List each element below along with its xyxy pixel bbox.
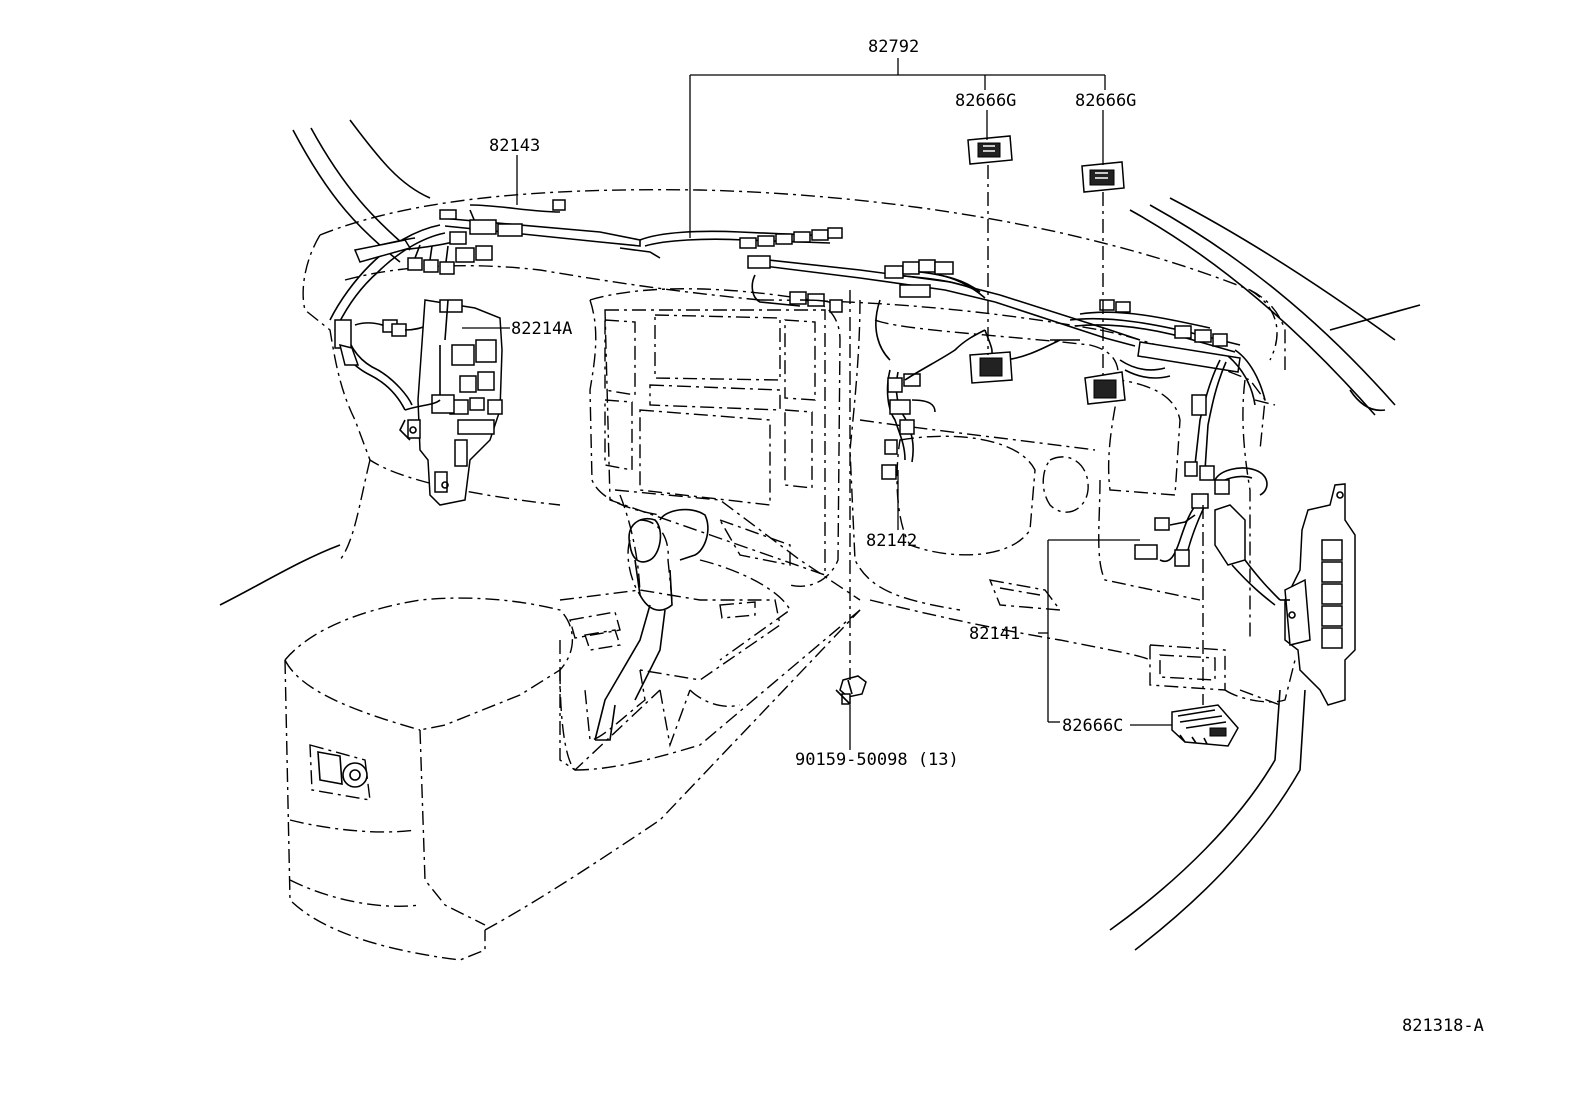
- body-outline: [219, 119, 1421, 951]
- label-82141: 82141: [969, 624, 1020, 644]
- clamp-82666C-icon: [1171, 704, 1239, 747]
- side-junction-block: [1280, 483, 1356, 706]
- wire-harness-82143: [329, 199, 641, 411]
- label-82792: 82792: [868, 37, 919, 57]
- junction-block-82214A: [399, 299, 503, 506]
- wire-harness-82792: [619, 227, 1281, 606]
- clamp-82666G-left-icon: [967, 135, 1013, 165]
- label-82666C: 82666C: [1062, 716, 1123, 736]
- label-82143: 82143: [489, 136, 540, 156]
- bolt-icon: [835, 675, 867, 705]
- label-82666G-right: 82666G: [1075, 91, 1136, 111]
- drawing-id: 821318-A: [1402, 1016, 1484, 1036]
- leader-lines: [462, 58, 1204, 750]
- label-82214A: 82214A: [511, 319, 572, 339]
- label-82666G-left: 82666G: [955, 91, 1016, 111]
- console-switch: [317, 751, 368, 788]
- label-82142: 82142: [866, 531, 917, 551]
- part-labels: 82792 82666G 82666G 82143 82214A 82142 8…: [489, 37, 1484, 1036]
- clamp-installed: [969, 351, 1126, 405]
- label-bolt: 90159-50098 (13): [795, 750, 959, 770]
- shift-lever: [594, 508, 709, 741]
- clamp-82666G-right-icon: [1081, 161, 1125, 193]
